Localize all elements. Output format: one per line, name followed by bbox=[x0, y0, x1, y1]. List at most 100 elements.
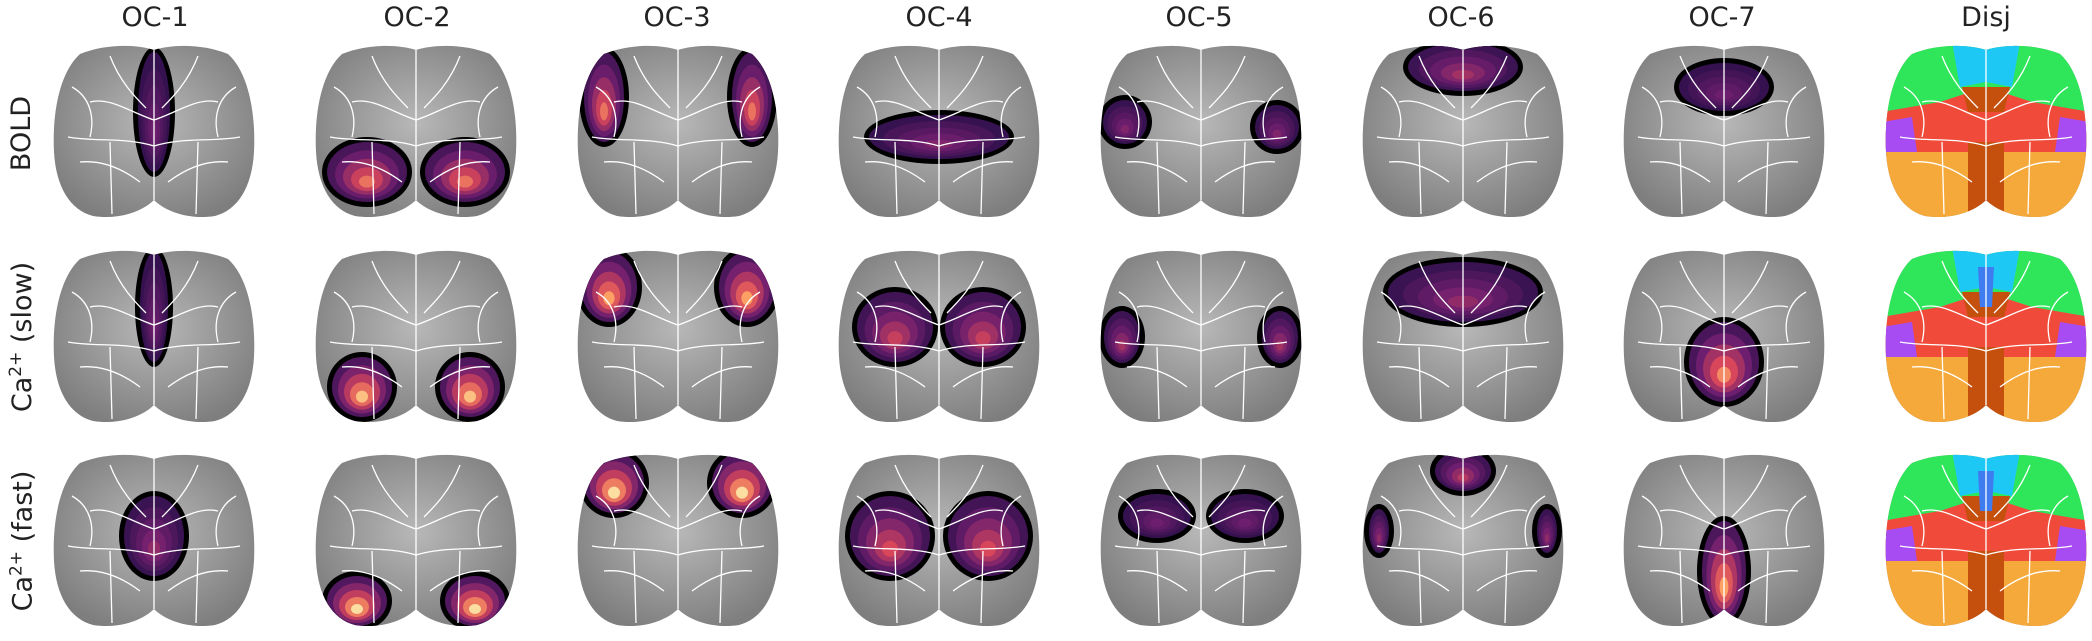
cluster-membership-layer bbox=[975, 331, 991, 346]
brain-map-panel bbox=[1097, 451, 1305, 631]
cluster-membership-layer bbox=[464, 390, 476, 403]
column-title: OC-6 bbox=[1427, 2, 1495, 33]
brain-map-panel bbox=[1882, 451, 2090, 631]
brain-map-panel bbox=[1359, 42, 1567, 222]
cluster-membership-layer bbox=[1118, 340, 1126, 351]
row-label: Ca2+ (fast) bbox=[6, 470, 39, 612]
cluster-map bbox=[322, 571, 510, 627]
brain-map-panel bbox=[1097, 42, 1305, 222]
brain-map-panel bbox=[574, 42, 782, 222]
cluster-map bbox=[1100, 95, 1302, 154]
cluster-map bbox=[1118, 489, 1284, 543]
region-borders bbox=[1637, 255, 1811, 420]
brain-map-panel bbox=[835, 247, 1043, 427]
partition-region bbox=[1995, 357, 2087, 423]
partition-region bbox=[1885, 357, 1977, 423]
region-borders bbox=[1899, 459, 2073, 624]
region-borders bbox=[591, 50, 765, 215]
cluster-membership-layer bbox=[1276, 340, 1284, 351]
cluster-membership-layer bbox=[356, 390, 368, 403]
region-borders bbox=[852, 50, 1026, 215]
cluster-membership-layer bbox=[1150, 518, 1164, 528]
column-title: OC-5 bbox=[1165, 2, 1233, 33]
cluster-map bbox=[322, 137, 510, 207]
region-borders bbox=[1376, 50, 1550, 215]
cluster-membership-layer bbox=[608, 486, 620, 499]
cluster-membership-layer bbox=[1272, 129, 1282, 139]
brain-map-panel bbox=[312, 247, 520, 427]
brain-map-panel bbox=[1882, 247, 2090, 427]
partition-region bbox=[2055, 117, 2087, 157]
row-label: BOLD bbox=[6, 95, 38, 171]
brain-map-panel bbox=[50, 42, 258, 222]
partition-region bbox=[1885, 152, 1977, 218]
region-borders bbox=[67, 459, 241, 624]
column-title: OC-7 bbox=[1688, 2, 1756, 33]
region-borders bbox=[591, 255, 765, 420]
region-borders bbox=[852, 255, 1026, 420]
column-title: OC-4 bbox=[905, 2, 973, 33]
column-title: OC-2 bbox=[383, 2, 451, 33]
cluster-membership-layer bbox=[603, 291, 615, 306]
brain-map-panel bbox=[50, 247, 258, 427]
brain-map-panel bbox=[1359, 451, 1567, 631]
region-borders bbox=[591, 459, 765, 624]
cluster-membership-layer bbox=[600, 102, 608, 121]
partition-region bbox=[1885, 117, 1917, 157]
partition-region bbox=[1885, 561, 1977, 627]
partition-region bbox=[1885, 526, 1917, 566]
cluster-map bbox=[845, 491, 1033, 581]
cluster-membership-layer bbox=[1545, 533, 1549, 543]
cluster-membership-layer bbox=[1377, 533, 1381, 543]
partition-region bbox=[1995, 152, 2087, 218]
cluster-membership-layer bbox=[469, 604, 481, 614]
region-borders bbox=[1637, 459, 1811, 624]
cluster-membership-layer bbox=[748, 102, 756, 121]
region-borders bbox=[67, 50, 241, 215]
column-title: OC-1 bbox=[121, 2, 189, 33]
brain-map-panel bbox=[1359, 247, 1567, 427]
region-borders bbox=[1376, 459, 1550, 624]
region-borders bbox=[1899, 50, 2073, 215]
region-borders bbox=[1637, 50, 1811, 215]
brain-map-panel bbox=[835, 451, 1043, 631]
brain-map-panel bbox=[1882, 42, 2090, 222]
cluster-membership-layer bbox=[736, 486, 748, 499]
partition-region bbox=[2055, 322, 2087, 362]
brain-map-panel bbox=[574, 247, 782, 427]
brain-map-panel bbox=[312, 42, 520, 222]
brain-map-panel bbox=[312, 451, 520, 631]
brain-map-panel bbox=[1097, 247, 1305, 427]
cluster-membership-layer bbox=[1238, 518, 1252, 528]
cluster-membership-layer bbox=[887, 331, 903, 346]
cluster-map bbox=[1697, 516, 1751, 626]
cluster-map bbox=[327, 352, 505, 422]
cluster-membership-layer bbox=[741, 291, 753, 306]
region-borders bbox=[67, 255, 241, 420]
brain-map-panel bbox=[1620, 247, 1828, 427]
region-borders bbox=[1114, 255, 1288, 420]
region-borders bbox=[852, 459, 1026, 624]
cluster-map bbox=[1100, 306, 1302, 368]
region-borders bbox=[329, 459, 503, 624]
region-borders bbox=[1899, 255, 2073, 420]
partition-region bbox=[2055, 526, 2087, 566]
partition-region bbox=[1885, 322, 1917, 362]
region-borders bbox=[1114, 50, 1288, 215]
brain-map-panel bbox=[1620, 451, 1828, 631]
cluster-membership-layer bbox=[359, 175, 375, 188]
region-borders bbox=[329, 50, 503, 215]
cluster-membership-layer bbox=[1120, 124, 1130, 134]
brain-map-panel bbox=[835, 42, 1043, 222]
cluster-membership-layer bbox=[457, 175, 473, 188]
column-title: Disj bbox=[1961, 2, 2011, 33]
column-title: OC-3 bbox=[643, 2, 711, 33]
region-borders bbox=[329, 255, 503, 420]
row-label: Ca2+ (slow) bbox=[6, 261, 39, 413]
brain-map-panel bbox=[1620, 42, 1828, 222]
region-borders bbox=[1114, 459, 1288, 624]
brain-map-panel bbox=[574, 451, 782, 631]
partition-region bbox=[1995, 561, 2087, 627]
region-borders bbox=[1376, 255, 1550, 420]
